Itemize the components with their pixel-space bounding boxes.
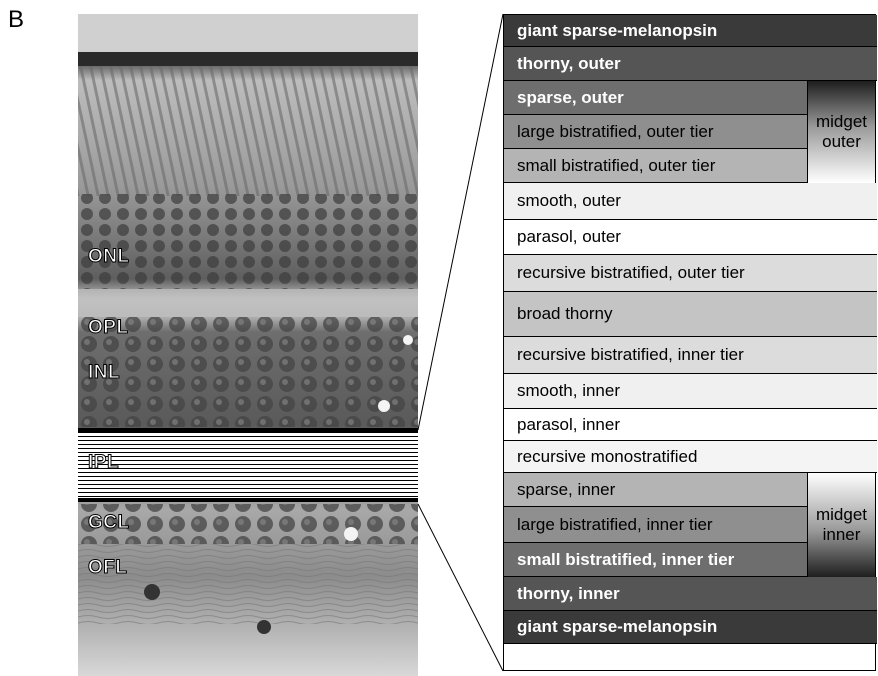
stratum-label: small bistratified, outer tier xyxy=(517,156,715,176)
connector-top xyxy=(418,14,503,430)
midget-outer-box: midgetouter xyxy=(807,81,875,183)
layer-label-onl: ONL xyxy=(88,246,130,268)
ipl-strata-table: giant sparse-melanopsin thorny, outer spar… xyxy=(503,14,876,671)
stratum-row: large bistratified, inner tier xyxy=(504,507,807,543)
midget-inner-box-line2: inner xyxy=(823,525,861,545)
layer-label-ipl: IPL xyxy=(88,452,119,474)
stratum-row: small bistratified, outer tier xyxy=(504,149,807,183)
midget-outer-box-line2: outer xyxy=(822,132,861,152)
stratum-label: large bistratified, outer tier xyxy=(517,122,714,142)
stratum-label: sparse, outer xyxy=(517,88,624,108)
stratum-label: recursive monostratified xyxy=(517,447,697,467)
stratum-label: thorny, outer xyxy=(517,54,621,74)
stratum-row: small bistratified, inner tier xyxy=(504,543,807,577)
stratum-row: recursive bistratified, outer tier xyxy=(504,255,877,292)
midget-inner-box: midgetinner xyxy=(807,473,875,577)
stratum-row: parasol, inner xyxy=(504,409,877,441)
stratum-label: smooth, outer xyxy=(517,191,621,211)
layer-label-ofl: OFL xyxy=(88,557,128,579)
layer-label-opl: OPL xyxy=(88,317,129,339)
layer-label-inl: INL xyxy=(88,362,120,384)
stratum-row: giant sparse-melanopsin xyxy=(504,611,877,644)
stratum-label: giant sparse-melanopsin xyxy=(517,21,717,41)
midget-inner-box-line1: midget xyxy=(816,505,867,525)
retina-micrograph: ONL OPL INL IPL GCL OFL xyxy=(78,14,418,676)
midget-outer-box-line1: midget xyxy=(816,112,867,132)
stratum-row: smooth, inner xyxy=(504,374,877,409)
micrograph-texture xyxy=(78,14,418,676)
stratum-label: broad thorny xyxy=(517,304,612,324)
stratum-row: giant sparse-melanopsin xyxy=(504,15,877,47)
stratum-row: thorny, outer xyxy=(504,47,877,81)
stratum-label: large bistratified, inner tier xyxy=(517,515,713,535)
stratum-row: thorny, inner xyxy=(504,577,877,611)
stratum-row: recursive monostratified xyxy=(504,441,877,473)
stratum-row: parasol, outer xyxy=(504,220,877,255)
stratum-label: giant sparse-melanopsin xyxy=(517,617,717,637)
stratum-label: parasol, inner xyxy=(517,415,620,435)
layer-label-gcl: GCL xyxy=(88,512,130,534)
stratum-label: parasol, outer xyxy=(517,227,621,247)
stratum-label: recursive bistratified, inner tier xyxy=(517,345,744,365)
stratum-label: small bistratified, inner tier xyxy=(517,550,734,570)
stratum-row: sparse, outer xyxy=(504,81,807,115)
stratum-row: sparse, inner xyxy=(504,473,807,507)
stratum-label: smooth, inner xyxy=(517,381,620,401)
stratum-row: smooth, outer xyxy=(504,183,877,220)
ipl-band xyxy=(78,428,418,502)
panel-letter: B xyxy=(8,6,24,34)
stratum-label: recursive bistratified, outer tier xyxy=(517,263,745,283)
stratum-row: large bistratified, outer tier xyxy=(504,115,807,149)
stratum-label: sparse, inner xyxy=(517,480,615,500)
connector-bottom xyxy=(418,504,503,671)
stratum-row: recursive bistratified, inner tier xyxy=(504,337,877,374)
stratum-label: thorny, inner xyxy=(517,584,620,604)
stratum-row: broad thorny xyxy=(504,292,877,337)
